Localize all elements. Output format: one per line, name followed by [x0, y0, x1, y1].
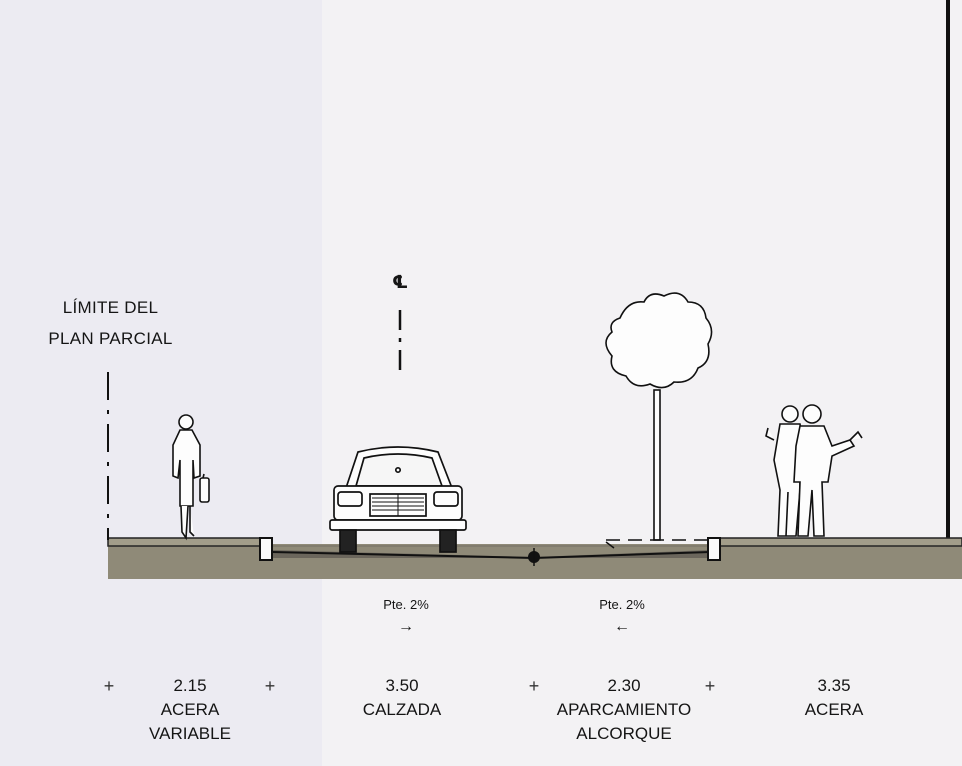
section-name: ACERA — [160, 700, 220, 719]
section-width: 2.30 — [607, 676, 641, 695]
dimension-marker: + — [704, 676, 716, 696]
right-curb — [707, 537, 721, 561]
section-width: 2.15 — [173, 676, 207, 695]
slope-left-text: Pte. 2% — [383, 597, 429, 612]
section-name: APARCAMIENTO — [556, 700, 692, 719]
drain-icon — [528, 548, 540, 566]
section-width: 3.35 — [817, 676, 851, 695]
dimension-marker: + — [264, 676, 276, 696]
page-left — [0, 0, 322, 766]
section-name: ACERA — [804, 700, 864, 719]
left-sidewalk-slab — [107, 537, 261, 547]
slope-left-arrow: → — [398, 618, 414, 635]
section-width: 3.50 — [385, 676, 419, 695]
section-acera: 3.35 ACERA — [805, 674, 864, 722]
slope-right: Pte. 2% ← — [599, 596, 645, 636]
section-aparcamiento: 2.30 APARCAMIENTO ALCORQUE — [557, 674, 691, 746]
section-name: CALZADA — [362, 700, 442, 719]
slope-right-text: Pte. 2% — [599, 597, 645, 612]
dimension-marker: + — [528, 676, 540, 696]
two-men-icon — [765, 404, 863, 537]
section-calzada: 3.50 CALZADA — [363, 674, 441, 722]
tree-icon — [605, 292, 713, 549]
page-edge — [946, 0, 950, 545]
section-extra: VARIABLE — [149, 724, 231, 743]
section-extra: ALCORQUE — [576, 724, 672, 743]
left-curb — [259, 537, 273, 561]
centerline-symbol: ℄ — [392, 272, 409, 292]
right-sidewalk-slab — [717, 537, 962, 547]
plan-limit-line2: PLAN PARCIAL — [48, 329, 173, 348]
car-front-icon — [329, 446, 467, 553]
section-acera-variable: 2.15 ACERA VARIABLE — [149, 674, 231, 746]
plan-limit-label: LÍMITE DEL PLAN PARCIAL — [28, 292, 193, 354]
plan-limit-line1: LÍMITE DEL — [62, 298, 159, 317]
dimension-marker: + — [103, 676, 115, 696]
slope-right-arrow: ← — [614, 618, 630, 635]
slope-left: Pte. 2% → — [383, 596, 429, 636]
pedestrian-woman-icon — [172, 414, 210, 541]
